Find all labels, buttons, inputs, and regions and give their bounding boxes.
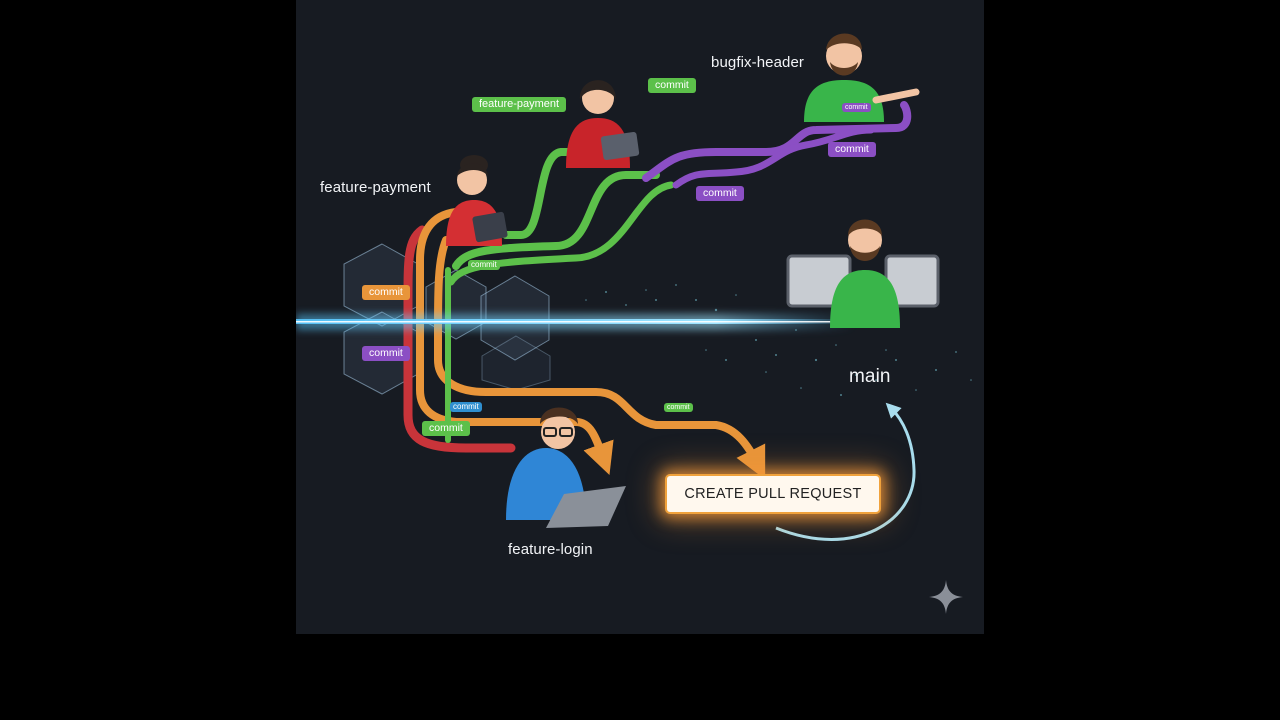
commit-tag: commit [362,346,410,361]
branch-lines [403,101,912,480]
diagram-canvas: feature-payment bugfix-header main featu… [296,0,984,634]
branch-label-main: main [849,366,891,387]
commit-tag: commit [450,402,482,412]
branch-red [403,225,516,453]
commit-tag: commit [648,78,696,93]
git-branch-diagram [296,33,972,541]
commit-tag: commit [362,285,410,300]
commit-tag: commit [468,260,500,270]
commit-tag: commit [422,421,470,436]
branch-tag-feature-payment-top: feature-payment [472,97,567,112]
developer-avatar-payment-left [446,155,508,246]
commit-tag: commit [664,403,693,412]
developer-avatar-payment-top [566,80,640,168]
branch-green-mid [452,171,660,270]
branch-purple-a [642,101,912,182]
branch-label-feature-payment-left: feature-payment [320,179,431,196]
sparkle-icon [929,580,963,614]
branch-purple-b [672,126,875,189]
merge-return-arrow [775,402,916,541]
commit-tag: commit [842,103,871,112]
branch-green-top [502,148,590,239]
branch-label-feature-login: feature-login [508,541,593,558]
create-pull-request-button[interactable]: CREATE PULL REQUEST [665,474,881,514]
laptop-icon [546,486,626,528]
tablet-icon [472,211,508,243]
particle-field [585,284,972,396]
branch-orange-left [416,208,614,476]
main-branch-beam [296,314,856,330]
developer-avatar-login [506,407,626,528]
branch-orange-lower [434,236,766,480]
developer-avatar-main [786,219,940,328]
tablet-icon [600,131,640,161]
commit-tag: commit [696,186,744,201]
commit-tag: commit [828,142,876,157]
branch-label-bugfix-header: bugfix-header [711,54,805,71]
